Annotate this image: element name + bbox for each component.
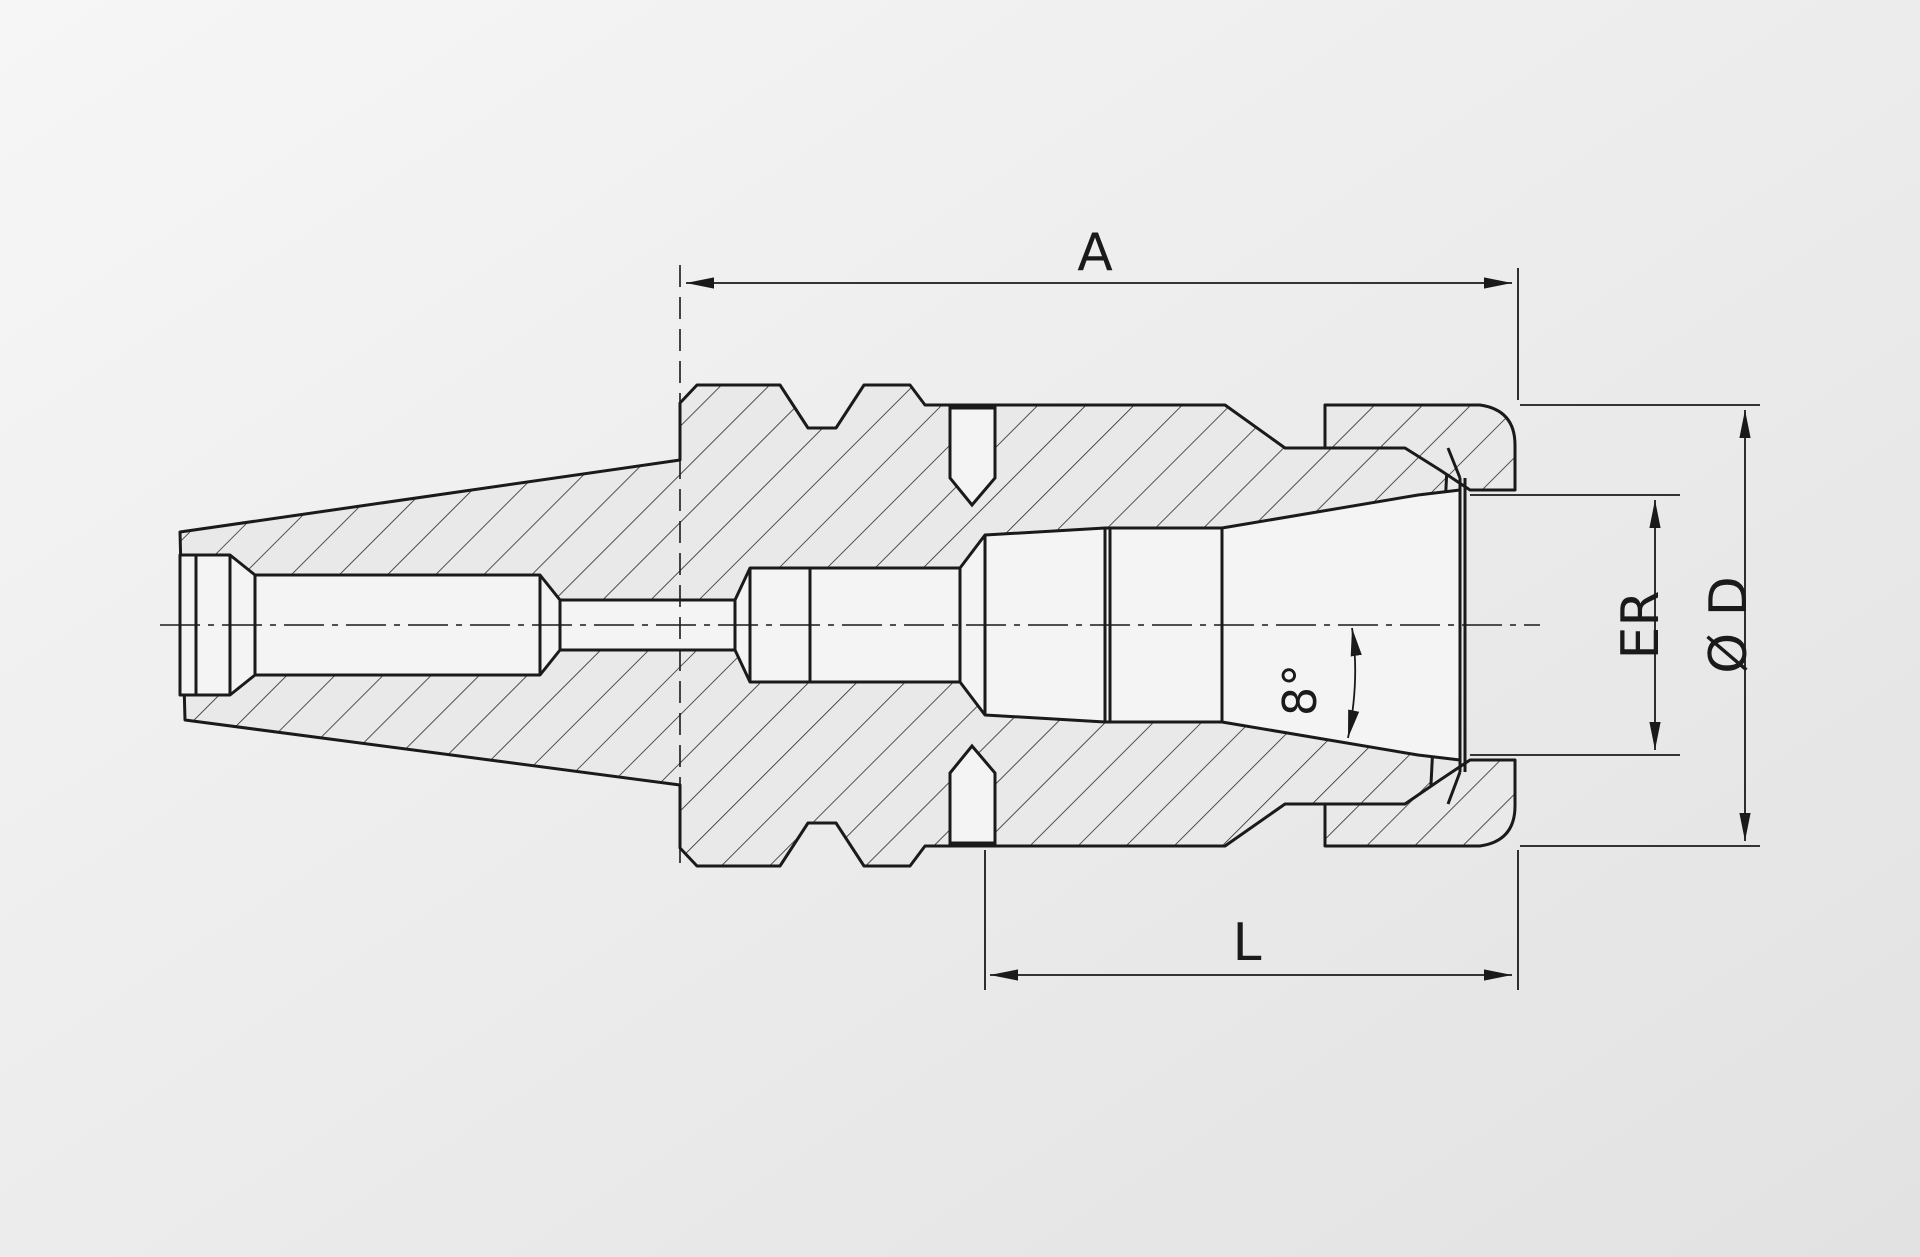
- dimension-a: [686, 268, 1519, 400]
- dimension-er: [1470, 494, 1680, 756]
- angle-arc: [1347, 627, 1362, 739]
- radial-holes: [948, 406, 997, 845]
- dimension-l: [984, 850, 1519, 990]
- dimension-d-label: Ø D: [1699, 576, 1759, 674]
- dimension-er-label: ER: [1611, 591, 1671, 660]
- angle-label: 8°: [1273, 664, 1327, 716]
- clamping-nut-section-lower: [1323, 758, 1517, 848]
- dimension-l-label: L: [1233, 913, 1262, 973]
- dimension-a-label: A: [1077, 223, 1113, 283]
- clamping-nut-section: [1323, 403, 1517, 492]
- dimension-d: [1520, 404, 1760, 847]
- collet-outline: [1446, 447, 1467, 805]
